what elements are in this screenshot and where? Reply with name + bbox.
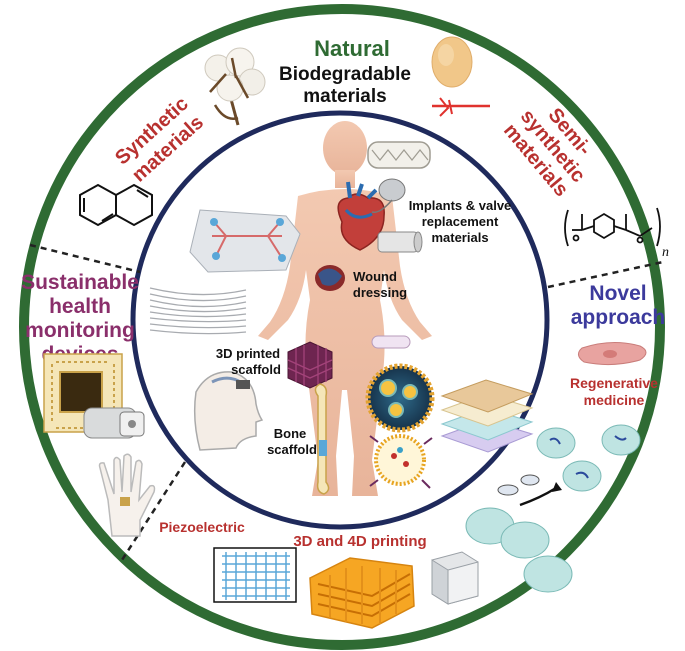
- sustainable-label-3: monitoring: [25, 319, 135, 342]
- cell-icon: [578, 342, 647, 366]
- piezoelectric-label: Piezoelectric: [159, 519, 245, 535]
- dressing-layers-icon: [440, 379, 534, 453]
- liposome-icon: [369, 434, 433, 489]
- implants-label-2: replacement: [422, 214, 499, 229]
- printed-lattice-icon: [309, 557, 415, 629]
- wound-label-1: Wound: [353, 269, 397, 284]
- heart-icon: [337, 181, 385, 251]
- chip-icon: [43, 353, 123, 433]
- printing-label: 3D and 4D printing: [293, 533, 426, 550]
- microfluidic-chip-icon: [189, 209, 301, 273]
- catheter-icon: [377, 231, 423, 253]
- head-sensor-icon: [193, 371, 264, 451]
- suture-thread-icon: [432, 97, 490, 117]
- sustainable-label-1: Sustainable: [21, 271, 139, 294]
- implants-label-3: materials: [431, 230, 488, 245]
- separator-right: [547, 260, 664, 289]
- sustainable-label-2: health: [49, 295, 111, 318]
- stem-cells-icon: [536, 424, 641, 492]
- scaffold3d-label-2: scaffold: [231, 362, 281, 377]
- regenerative-label: Regenerative: [570, 375, 658, 391]
- human-body-icon: [258, 121, 432, 496]
- bone-label-1: Bone: [274, 426, 307, 441]
- novel-label-1: Novel: [589, 282, 646, 305]
- gene-edit-icon: [497, 474, 562, 507]
- implants-label-1: Implants & valve: [409, 198, 512, 213]
- wearable-device-icon: [83, 407, 145, 439]
- scaffold3d-label-1: 3D printed: [216, 346, 280, 361]
- fiber-bundle-icon: [149, 287, 247, 335]
- bone-label-2: scaffold: [267, 442, 317, 457]
- hydrogel-cube-icon: [431, 551, 479, 605]
- novel-label-2: approach: [571, 306, 666, 329]
- pacemaker-icon: [371, 178, 406, 213]
- hydrogel-cells-icon: [465, 507, 573, 593]
- wound-icon: [315, 265, 345, 291]
- stent-icon: [367, 141, 431, 169]
- naphthalene-structure-icon: [79, 183, 153, 227]
- wound-label-2: dressing: [353, 285, 407, 300]
- bone-icon: [314, 383, 330, 495]
- separator-bottom-left: [120, 461, 187, 561]
- hand-icon: [98, 453, 156, 537]
- natural-label: Natural: [314, 36, 390, 61]
- separator-left: [29, 243, 141, 274]
- scaffold-cube-icon: [287, 341, 333, 389]
- medicine-label: medicine: [584, 392, 645, 408]
- materials-label: materials: [303, 86, 386, 107]
- cotton-boll-icon: [204, 47, 266, 126]
- seed-icon: [431, 36, 473, 88]
- polymer-n-label: n: [662, 245, 669, 260]
- implant-rod-icon: [371, 335, 411, 349]
- nanoparticle-icon: [365, 363, 435, 433]
- biodegradable-label: Biodegradable: [279, 64, 411, 85]
- mesh-icon: [213, 547, 297, 603]
- polymer-structure-icon: [564, 207, 661, 247]
